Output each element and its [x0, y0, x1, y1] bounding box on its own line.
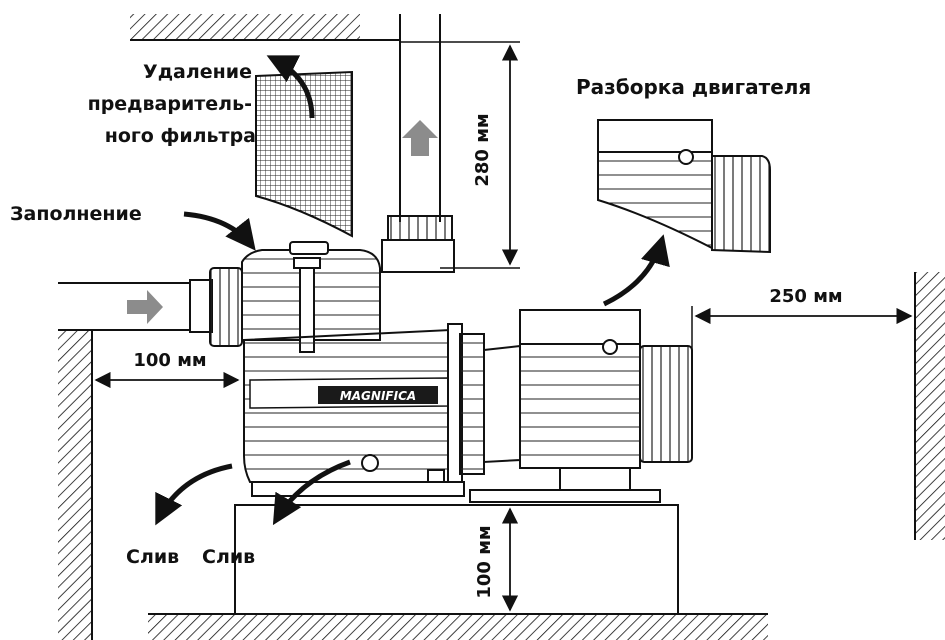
motor-removed: [597, 119, 771, 254]
prefilter-removal-arrow: [266, 55, 315, 119]
inlet-flow-arrow: [127, 290, 163, 324]
motor-clearance-dimension: 250 мм: [691, 286, 913, 350]
prefilter-basket: [255, 70, 353, 238]
filling-label: Заполнение: [10, 203, 142, 225]
pump-body: MAGNIFICA: [189, 215, 485, 497]
inlet-length-dimension: 100 мм: [94, 350, 240, 389]
outlet-flow-arrow: [402, 120, 438, 156]
concrete-base: [234, 504, 679, 615]
right-wall: [914, 272, 945, 540]
drain-label-1: Слив: [126, 546, 179, 568]
motor-disassembly-arrow: [602, 234, 670, 307]
top-clearance-dimension: 280 мм: [400, 41, 520, 269]
brand-logo: MAGNIFICA: [340, 389, 416, 403]
ceiling: [130, 14, 400, 41]
prefilter-label-line1: Удаление: [143, 61, 252, 83]
drain-label-2: Слив: [202, 546, 255, 568]
inlet-length-value: 100 мм: [133, 350, 206, 371]
filling-arrow: [183, 211, 256, 251]
prefilter-label-line2: предваритель-: [88, 93, 252, 115]
left-wall: [58, 329, 195, 640]
motor-clearance-value: 250 мм: [769, 286, 842, 307]
top-clearance-value: 280 мм: [472, 113, 493, 186]
floor: [148, 613, 768, 640]
drain-arrow-left: [155, 463, 233, 526]
outlet-pipe: [399, 14, 441, 222]
motor-disassembly-label: Разборка двигателя: [576, 75, 811, 99]
inlet-pipe: [58, 282, 190, 331]
prefilter-label-line3: ного фильтра: [105, 125, 256, 147]
drain-arrow-right: [272, 459, 351, 526]
base-height-value: 100 мм: [474, 525, 495, 598]
base-height-dimension: 100 мм: [474, 507, 519, 612]
motor: [469, 309, 693, 503]
